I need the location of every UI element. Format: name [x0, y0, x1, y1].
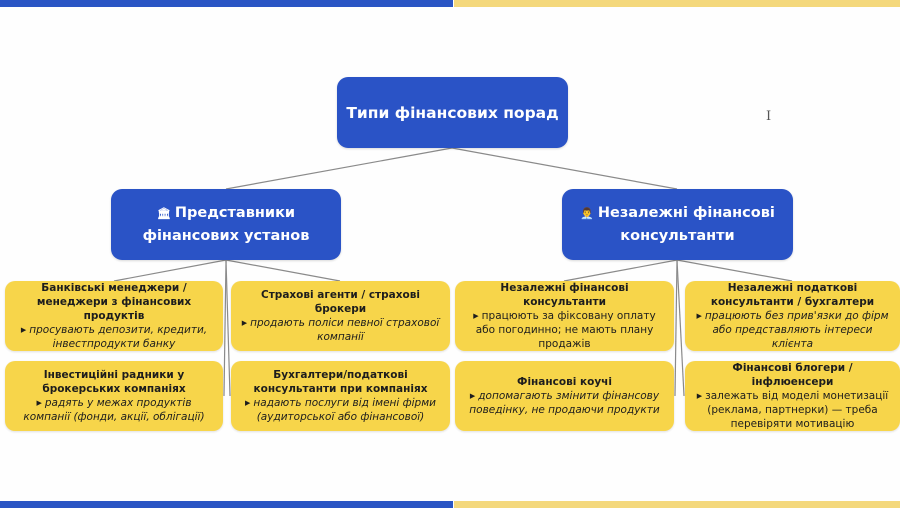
leaf-desc: ▶працюють без прив'язки до фірм або пред…	[693, 309, 892, 351]
leaf-desc: ▶допомагають змінити фінансову поведінку…	[463, 389, 666, 417]
leaf-desc-text: просувають депозити, кредити, інвестпрод…	[29, 324, 208, 350]
leaf-node: Банківські менеджери / менеджери з фінан…	[5, 281, 223, 351]
leaf-title: Незалежні фінансові консультанти	[500, 282, 629, 308]
leaf-node: Інвестиційні радники у брокерських компа…	[5, 361, 223, 431]
bullet-icon: ▶	[473, 312, 479, 320]
leaf-node: Незалежні фінансові консультанти ▶працюю…	[455, 281, 674, 351]
category-node-independent: 👨‍💼Незалежні фінансові консультанти	[562, 189, 793, 260]
leaf-desc-text: залежать від моделі монетизації (реклама…	[705, 390, 889, 430]
leaf-desc-text: працюють за фіксовану оплату або погодин…	[475, 310, 656, 350]
bullet-icon: ▶	[241, 319, 248, 327]
category-label: Незалежні фінансові консультанти	[597, 205, 775, 244]
bullet-icon: ▶	[696, 392, 703, 400]
leaf-node: Страхові агенти / страхові брокери ▶прод…	[231, 281, 450, 351]
bank-building-icon: 🏛	[156, 207, 171, 220]
leaf-desc: ▶залежать від моделі монетизації (реклам…	[693, 389, 892, 431]
leaf-title: Незалежні податкові консультанти / бухга…	[710, 282, 875, 308]
leaf-title: Фінансові коучі	[517, 376, 612, 388]
connector-left-c1r2	[223, 259, 227, 397]
connector-root-left	[225, 147, 453, 190]
bullet-icon: ▶	[20, 326, 27, 334]
leaf-title: Фінансові блогери / інфлюенсери	[732, 362, 853, 388]
connector-left-c2r2	[225, 259, 231, 397]
top-bar-yellow-segment	[454, 0, 900, 7]
leaf-title: Банківські менеджери / менеджери з фінан…	[36, 282, 192, 322]
top-bar-blue-segment	[0, 0, 453, 7]
connector-root-right	[451, 147, 678, 190]
connector-left-c1r1	[113, 259, 227, 282]
leaf-node: Бухгалтери/податкові консультанти при ко…	[231, 361, 450, 431]
top-color-bar	[0, 0, 900, 7]
leaf-desc: ▶продають поліси певної страхової компан…	[239, 316, 442, 344]
bullet-icon: ▶	[696, 312, 702, 320]
leaf-desc-text: допомагають змінити фінансову поведінку,…	[469, 390, 660, 416]
leaf-desc-text: працюють без прив'язки до фірм або предс…	[704, 310, 889, 350]
connector-left-c2r1	[225, 259, 341, 282]
leaf-node: Незалежні податкові консультанти / бухга…	[685, 281, 900, 351]
bullet-icon: ▶	[245, 399, 251, 407]
bottom-bar-blue-segment	[0, 501, 453, 508]
person-advisor-icon: 👨‍💼	[580, 207, 594, 220]
bullet-icon: ▶	[36, 399, 42, 407]
bullet-icon: ▶	[469, 392, 476, 400]
leaf-desc: ▶просувають депозити, кредити, інвестпро…	[13, 323, 215, 351]
connector-right-c3r1	[563, 259, 678, 282]
leaf-title: Інвестиційні радники у брокерських компа…	[42, 369, 186, 395]
leaf-title: Страхові агенти / страхові брокери	[261, 289, 420, 315]
category-node-institutions: 🏛Представники фінансових установ	[111, 189, 341, 260]
leaf-node: Фінансові блогери / інфлюенсери ▶залежат…	[685, 361, 900, 431]
bottom-color-bar	[0, 501, 900, 508]
category-label: Представники фінансових установ	[142, 205, 310, 244]
connector-right-c3r2	[674, 259, 678, 397]
bottom-bar-yellow-segment	[454, 501, 900, 508]
leaf-title: Бухгалтери/податкові консультанти при ко…	[253, 369, 428, 395]
root-node: Типи фінансових порад	[337, 77, 568, 148]
leaf-desc: ▶радять у межах продуктів компанії (фонд…	[13, 396, 215, 424]
connector-right-c4r2	[676, 259, 685, 397]
text-cursor-icon: I	[766, 109, 772, 124]
leaf-node: Фінансові коучі ▶допомагають змінити фін…	[455, 361, 674, 431]
leaf-desc: ▶надають послуги від імені фірми (аудито…	[239, 396, 442, 424]
root-label: Типи фінансових порад	[346, 103, 559, 122]
leaf-desc-text: надають послуги від імені фірми (аудитор…	[253, 397, 436, 423]
connector-right-c4r1	[676, 259, 793, 282]
leaf-desc: ▶працюють за фіксовану оплату або погоди…	[463, 309, 666, 351]
leaf-desc-text: продають поліси певної страхової компані…	[250, 317, 440, 343]
leaf-desc-text: радять у межах продуктів компанії (фонди…	[23, 397, 205, 423]
